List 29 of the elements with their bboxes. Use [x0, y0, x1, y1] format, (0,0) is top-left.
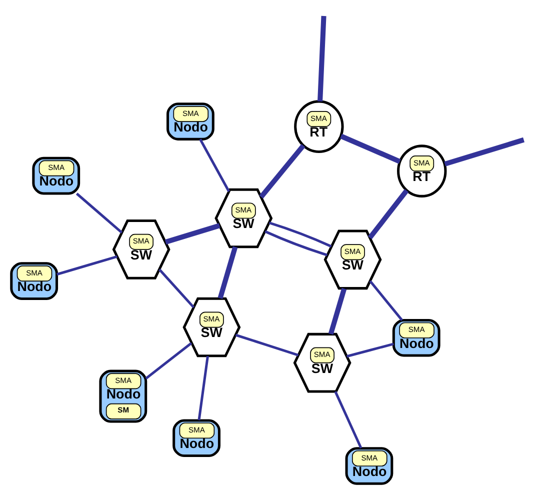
connector: [158, 268, 195, 308]
node-box: SMA Nodo: [345, 446, 394, 484]
connector: [76, 192, 123, 233]
node-circle: SMA RT: [397, 144, 447, 197]
node-box: SMA Nodo: [10, 262, 58, 300]
connector: [164, 222, 220, 244]
connector: [318, 15, 326, 102]
connector: [199, 138, 230, 192]
connector: [218, 246, 238, 299]
connector: [334, 390, 362, 448]
node-box: SMA Nodo: [32, 156, 80, 194]
connector: [346, 342, 394, 358]
connector: [328, 287, 347, 334]
connector: [444, 136, 524, 166]
connector: [368, 188, 409, 239]
connector: [145, 342, 192, 379]
node-box: SMA Nodo: [392, 318, 440, 356]
connector: [235, 333, 299, 356]
connector: [259, 143, 306, 198]
connector: [369, 280, 403, 321]
node-circle: SMA RT: [294, 100, 344, 152]
node-box: SMA Nodo SM: [99, 369, 148, 422]
connector: [340, 133, 401, 164]
node-box: SMA Nodo: [172, 418, 220, 457]
connector: [56, 254, 118, 276]
node-box: SMA Nodo: [166, 102, 214, 140]
connector: [264, 230, 328, 256]
connector: [268, 221, 332, 248]
connector: [198, 355, 209, 420]
